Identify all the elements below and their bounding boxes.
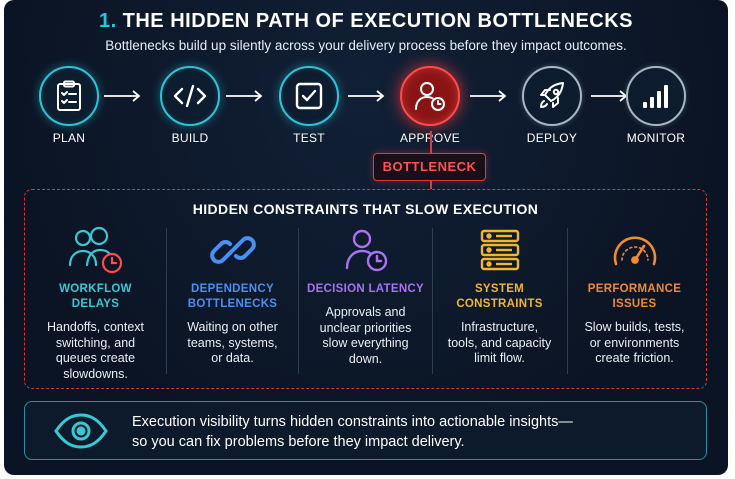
constraint-decision-latency: DECISION LATENCY Approvals and unclear p… [298,224,433,367]
speedometer-icon [613,236,656,266]
arrow-icon [226,90,263,102]
eye-icon [54,413,108,449]
desc-line: slowdowns. [63,366,128,381]
title-number: 1. [98,10,117,32]
step-plan-circle [39,66,99,126]
constraint-desc: Slow builds, tests, or environments crea… [567,320,702,367]
constraints-panel: HIDDEN CONSTRAINTS THAT SLOW EXECUTION W… [24,189,707,389]
person-clock-icon [415,82,445,111]
constraint-title: DECISION LATENCY [298,282,433,297]
desc-line: Handoffs, context [46,320,145,334]
constraint-title: DEPENDENCY BOTTLENECKS [165,282,300,312]
step-monitor: MONITOR [611,66,701,145]
constraint-performance-issues: PERFORMANCE ISSUES Slow builds, tests, o… [567,224,702,367]
page-subtitle: Bottlenecks build up silently across you… [105,38,627,53]
rocket-icon [540,82,564,108]
step-monitor-circle [626,66,686,126]
step-approve-label: APPROVE [385,131,475,145]
person-clock-icon [345,229,387,272]
visibility-callout: Execution visibility turns hidden constr… [24,401,707,460]
step-test-circle [279,66,339,126]
step-plan-label: PLAN [52,131,86,145]
column-divider [166,228,167,374]
page-title: 1.THE HIDDEN PATH OF EXECUTION BOTTLENEC… [4,10,728,33]
step-monitor-label: MONITOR [626,131,686,145]
column-divider [567,228,568,374]
desc-line: teams, systems, [187,335,278,350]
bottleneck-connector-lower [430,181,432,189]
constraint-title-line: DELAYS [71,298,120,310]
chain-link-icon [209,236,256,264]
constraint-system-constraints: SYSTEM CONSTRAINTS Infrastructure, tools… [432,224,567,367]
constraint-title-line: ISSUES [612,298,657,310]
constraint-title-line: BOTTLENECKS [187,298,278,310]
constraint-title-line: PERFORMANCE [587,283,682,295]
bar-chart-icon [643,85,668,108]
code-brackets-icon [173,84,207,108]
footer-line: Execution visibility turns hidden constr… [132,414,573,430]
step-build: BUILD [145,66,235,145]
desc-line: unclear priorities [319,320,412,335]
footer-line: so you can fix problems before they impa… [132,434,465,450]
step-build-circle [160,66,220,126]
desc-line: Slow builds, tests, [584,320,685,334]
constraints-title: HIDDEN CONSTRAINTS THAT SLOW EXECUTION [192,201,539,217]
constraint-workflow-delays: WORKFLOW DELAYS Handoffs, context switch… [28,224,163,382]
infographic-panel: 1.THE HIDDEN PATH OF EXECUTION BOTTLENEC… [4,0,728,475]
desc-line: Waiting on other [187,320,278,334]
team-clock-icon [68,226,122,274]
constraint-desc: Approvals and unclear priorities slow ev… [298,305,433,367]
column-divider [432,228,433,374]
constraint-title: SYSTEM CONSTRAINTS [432,282,567,312]
clipboard-checklist-icon [57,80,81,111]
constraint-title-line: SYSTEM [474,283,525,295]
step-test: TEST [264,66,354,145]
constraint-title: PERFORMANCE ISSUES [567,282,702,312]
constraint-title: WORKFLOW DELAYS [28,282,163,312]
desc-line: switching, and [55,335,136,350]
constraint-title-line: WORKFLOW [59,283,132,295]
constraint-desc: Handoffs, context switching, and queues … [28,320,163,382]
bottleneck-tag: BOTTLENECK [373,153,486,181]
step-deploy-label: DEPLOY [526,131,578,145]
server-stack-icon [480,229,519,271]
constraint-title-line: DECISION LATENCY [306,283,425,295]
arrow-icon [348,90,385,102]
desc-line: tools, and capacity [447,335,552,350]
desc-line: Infrastructure, [460,320,539,334]
desc-line: down. [348,351,383,366]
checkbox-icon [295,82,323,110]
desc-line: or data. [211,351,254,365]
constraint-title-line: DEPENDENCY [191,283,274,295]
desc-line: or environments [589,335,680,350]
arrow-icon [104,90,141,102]
step-build-label: BUILD [171,131,209,145]
desc-line: Approvals and [325,305,406,319]
constraint-title-line: CONSTRAINTS [456,298,543,310]
column-divider [298,228,299,374]
arrow-icon [470,90,507,102]
title-text: THE HIDDEN PATH OF EXECUTION BOTTLENECKS [122,10,634,32]
step-deploy: DEPLOY [507,66,597,145]
constraint-desc: Infrastructure, tools, and capacity limi… [432,320,567,367]
step-approve-circle [400,66,460,126]
constraint-dependency-bottlenecks: DEPENDENCY BOTTLENECKS Waiting on other … [165,224,300,367]
desc-line: create friction. [595,351,674,365]
step-test-label: TEST [293,131,325,145]
constraint-desc: Waiting on other teams, systems, or data… [165,320,300,367]
desc-line: queues create [55,351,136,365]
desc-line: limit flow. [474,351,525,365]
bottleneck-connector [430,131,432,153]
step-approve: APPROVE [385,66,475,145]
step-deploy-circle [522,66,582,126]
step-plan: PLAN [24,66,114,145]
desc-line: slow everything [322,336,409,350]
visibility-text: Execution visibility turns hidden constr… [132,412,692,452]
